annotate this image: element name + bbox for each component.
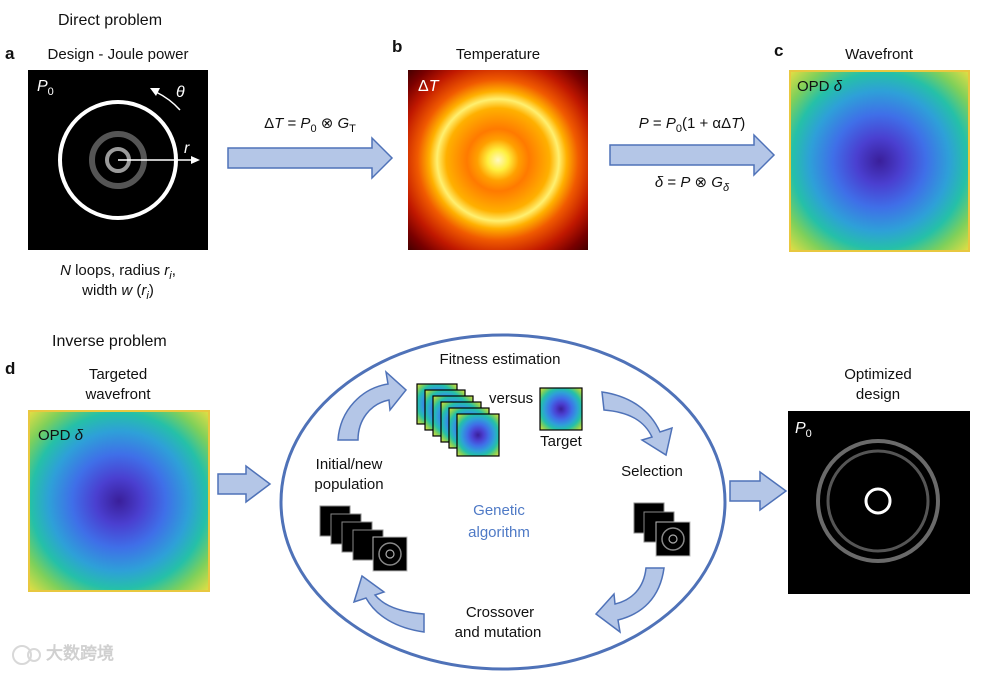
panel-a-title: Design - Joule power [47,46,189,63]
cycle-population-label-line1: Initial/new [315,456,383,473]
cycle-target-label: Target [540,433,582,450]
panel-b-delta-t-label: ΔT [418,78,439,95]
panel-d-right-title-line2: design [855,386,901,403]
arrow-into-ga [217,464,272,504]
cycle-population-label-line2: population [314,476,384,493]
panel-d-left-title-line2: wavefront [85,386,151,403]
panel-letter-b: b [392,37,403,56]
panel-a-caption-line1: N loops, radius ri, [60,262,176,282]
panel-letter-a: a [5,44,15,63]
panel-a-r-label: r [184,140,190,157]
section-title-inverse: Inverse problem [52,333,167,350]
arrow-out-of-ga [729,470,788,512]
ga-cycle-ellipse [279,333,727,671]
arrow-b-to-c [609,133,776,177]
equation-temperature: ΔT = P0 ⊗ GT [264,115,356,135]
equation-power: P = P0(1 + αΔT) [638,115,746,135]
panel-c-wavefront-image [789,70,970,252]
panel-d-right-title-line1: Optimized [844,366,912,383]
target-wavefront-thumb [539,387,583,431]
panel-d-target-wavefront-image [28,410,210,592]
cycle-ga-label-line1: Genetic [473,502,525,519]
panel-c-title: Wavefront [845,46,913,63]
panel-d-p0-label: P0 [795,420,812,441]
panel-a-design-image [28,70,208,250]
panel-d-optimized-design-image [788,411,970,594]
cycle-ga-label-line2: algorithm [468,524,530,541]
cycle-arrow-selection-to-crossover [594,567,665,634]
cycle-versus-label: versus [489,390,534,407]
fitness-wavefront-stack [416,383,500,457]
watermark-logo-icon [12,645,41,665]
population-design-stack [319,505,408,572]
panel-d-left-title-line1: Targeted [88,366,148,383]
arrow-a-to-b [227,136,394,180]
cycle-crossover-label-line2: and mutation [454,624,542,641]
panel-d-opd-label: OPD δ [38,427,84,444]
cycle-selection-label: Selection [621,463,683,480]
cycle-fitness-label: Fitness estimation [439,351,561,368]
panel-a-caption-line2: width w (ri) [82,282,154,302]
cycle-arrow-crossover-to-population [352,574,425,633]
panel-letter-d: d [5,359,16,378]
cycle-crossover-label-line1: Crossover [465,604,535,621]
panel-a-p0-label: P0 [37,78,54,99]
cycle-arrow-target-to-selection [601,391,674,457]
panel-c-opd-label: OPD δ [797,78,843,95]
panel-letter-c: c [774,41,784,60]
panel-a-theta-label: θ [176,84,185,101]
equation-opd: δ = P ⊗ Gδ [654,174,730,194]
panel-b-temperature-image [408,70,588,250]
selection-design-stack [633,502,691,557]
watermark-text: 大数跨境 [46,644,114,663]
section-title-direct: Direct problem [58,12,163,29]
panel-b-title: Temperature [455,46,541,63]
cycle-arrow-population-to-fitness [337,370,408,441]
